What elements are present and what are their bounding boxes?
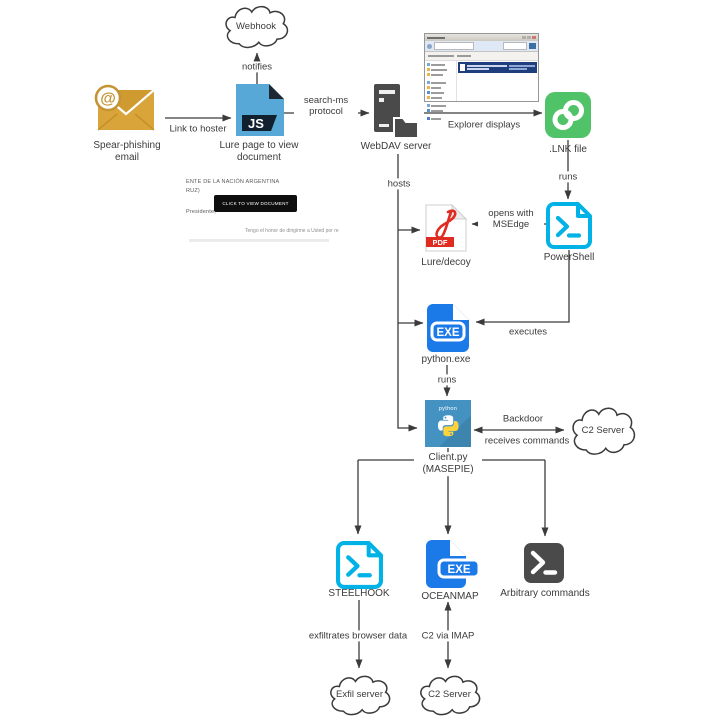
envelope-at-icon: @ — [94, 84, 155, 131]
lure-decoy-label: Lure/decoy — [421, 257, 471, 269]
explorer-titlebar — [425, 34, 538, 41]
edge-label-notifies: notifies — [239, 61, 275, 73]
lure-faded-text-line — [189, 239, 329, 242]
powershell-file-icon — [336, 541, 383, 589]
pdf-file-icon: PDF — [425, 204, 467, 252]
lure-page-node: JS — [236, 84, 284, 136]
js-badge: JS — [248, 116, 264, 131]
python-badge-text: python — [439, 406, 457, 412]
email-label: Spear-phishing email — [93, 140, 161, 163]
c2-server-bottom-label: C2 Server — [428, 689, 471, 700]
explorer-selected-row — [458, 62, 537, 73]
exe-badge: EXE — [447, 564, 470, 576]
js-file-icon: JS — [236, 84, 284, 136]
lure-decoy-node: PDF — [425, 204, 467, 252]
lure-header-line2: RUZ) — [186, 188, 200, 194]
powershell-node — [546, 202, 592, 249]
webdav-label: WebDAV server — [360, 141, 432, 153]
cloud-icon — [326, 672, 393, 717]
edge-webdav-hosts-trunk — [397, 154, 418, 432]
exfil-server-label: Exfil server — [336, 689, 383, 700]
file-icon — [460, 64, 465, 71]
webhook-label: Webhook — [236, 20, 276, 32]
cloud-icon — [221, 2, 291, 50]
explorer-window-screenshot — [424, 33, 539, 120]
explorer-toolbar — [425, 52, 538, 61]
webdav-server-node — [372, 84, 420, 140]
search-icon — [529, 43, 536, 49]
explorer-address-bar — [425, 41, 538, 52]
address-input — [434, 42, 474, 50]
close-icon — [532, 36, 536, 39]
python-logo-icon: python — [425, 400, 471, 447]
c2-server-cloud: C2 Server — [568, 403, 638, 457]
spear-phishing-email-node: @ — [94, 84, 156, 132]
python-exe-label: python.exe — [421, 354, 471, 366]
exe-file-icon: EXE — [426, 540, 480, 588]
back-icon — [427, 43, 432, 49]
exe-badge: EXE — [436, 327, 459, 339]
link-file-icon — [545, 92, 591, 138]
edge-label-receives-commands: receives commands — [482, 435, 572, 447]
edge-label-backdoor: Backdoor — [500, 413, 546, 425]
steelhook-label: STEELHOOK — [328, 588, 390, 600]
c2-server-label: C2 Server — [581, 424, 625, 436]
lure-header-line1: ENTE DE LA NACIÓN ARGENTINA — [186, 179, 280, 185]
cloud-icon — [568, 403, 638, 457]
edge-label-runs-lnk: runs — [556, 171, 580, 183]
c2-server-bottom-cloud: C2 Server — [416, 672, 483, 717]
click-to-view-document-button: CLICK TO VIEW DOCUMENT — [214, 195, 297, 212]
arbitrary-commands-node — [524, 543, 564, 583]
exfil-server-cloud: Exfil server — [326, 672, 393, 717]
lure-salutation: Presidente, — [186, 209, 217, 215]
lnk-label: .LNK file — [549, 144, 587, 156]
python-exe-node: EXE — [427, 304, 469, 352]
webhook-cloud: Webhook — [221, 2, 291, 50]
oceanmap-label: OCEANMAP — [421, 591, 479, 603]
at-badge: @ — [100, 91, 116, 108]
client-py-node: python — [425, 400, 471, 447]
toolbar-text — [457, 55, 471, 57]
client-py-label: Client.py (MASEPIE) — [414, 452, 482, 476]
explorer-file-list — [457, 61, 538, 101]
cloud-icon — [416, 672, 483, 717]
server-folder-icon — [374, 84, 419, 139]
lure-body-excerpt: Tengo el honor de dirigirme a Usted por … — [245, 228, 339, 234]
powershell-file-icon — [546, 202, 592, 249]
edge-label-link-to-hoster: Link to hoster — [167, 123, 229, 135]
edge-label-search-ms: search-ms protocol — [294, 94, 358, 118]
explorer-sidebar — [425, 61, 457, 120]
lnk-file-node — [545, 92, 591, 138]
lure-document-screenshot: ENTE DE LA NACIÓN ARGENTINA RUZ) Preside… — [183, 175, 339, 261]
exe-file-icon: EXE — [427, 304, 469, 352]
edge-label-explorer-displays: Explorer displays — [445, 119, 523, 131]
explorer-title-text — [427, 36, 445, 39]
edge-label-opens-with-msedge: opens with MSEdge — [478, 207, 544, 231]
edge-powershell-to-pythonexe — [475, 250, 570, 326]
oceanmap-node: EXE — [426, 540, 480, 588]
edge-label-c2-via-imap: C2 via IMAP — [419, 630, 477, 642]
edge-label-executes: executes — [506, 326, 550, 338]
arbitrary-commands-label: Arbitrary commands — [500, 588, 590, 600]
edge-label-runs-python: runs — [435, 374, 459, 386]
toolbar-text — [428, 55, 454, 57]
pdf-badge: PDF — [433, 238, 448, 247]
window-controls — [522, 36, 536, 39]
steelhook-node — [336, 541, 383, 589]
edge-label-hosts: hosts — [385, 178, 413, 190]
search-input — [503, 42, 527, 50]
maximize-icon — [527, 36, 531, 39]
powershell-label: PowerShell — [543, 252, 595, 264]
edge-label-exfiltrates: exfiltrates browser data — [306, 630, 410, 642]
lure-page-label: Lure page to view document — [219, 140, 299, 163]
terminal-icon — [524, 543, 564, 583]
minimize-icon — [522, 36, 526, 39]
